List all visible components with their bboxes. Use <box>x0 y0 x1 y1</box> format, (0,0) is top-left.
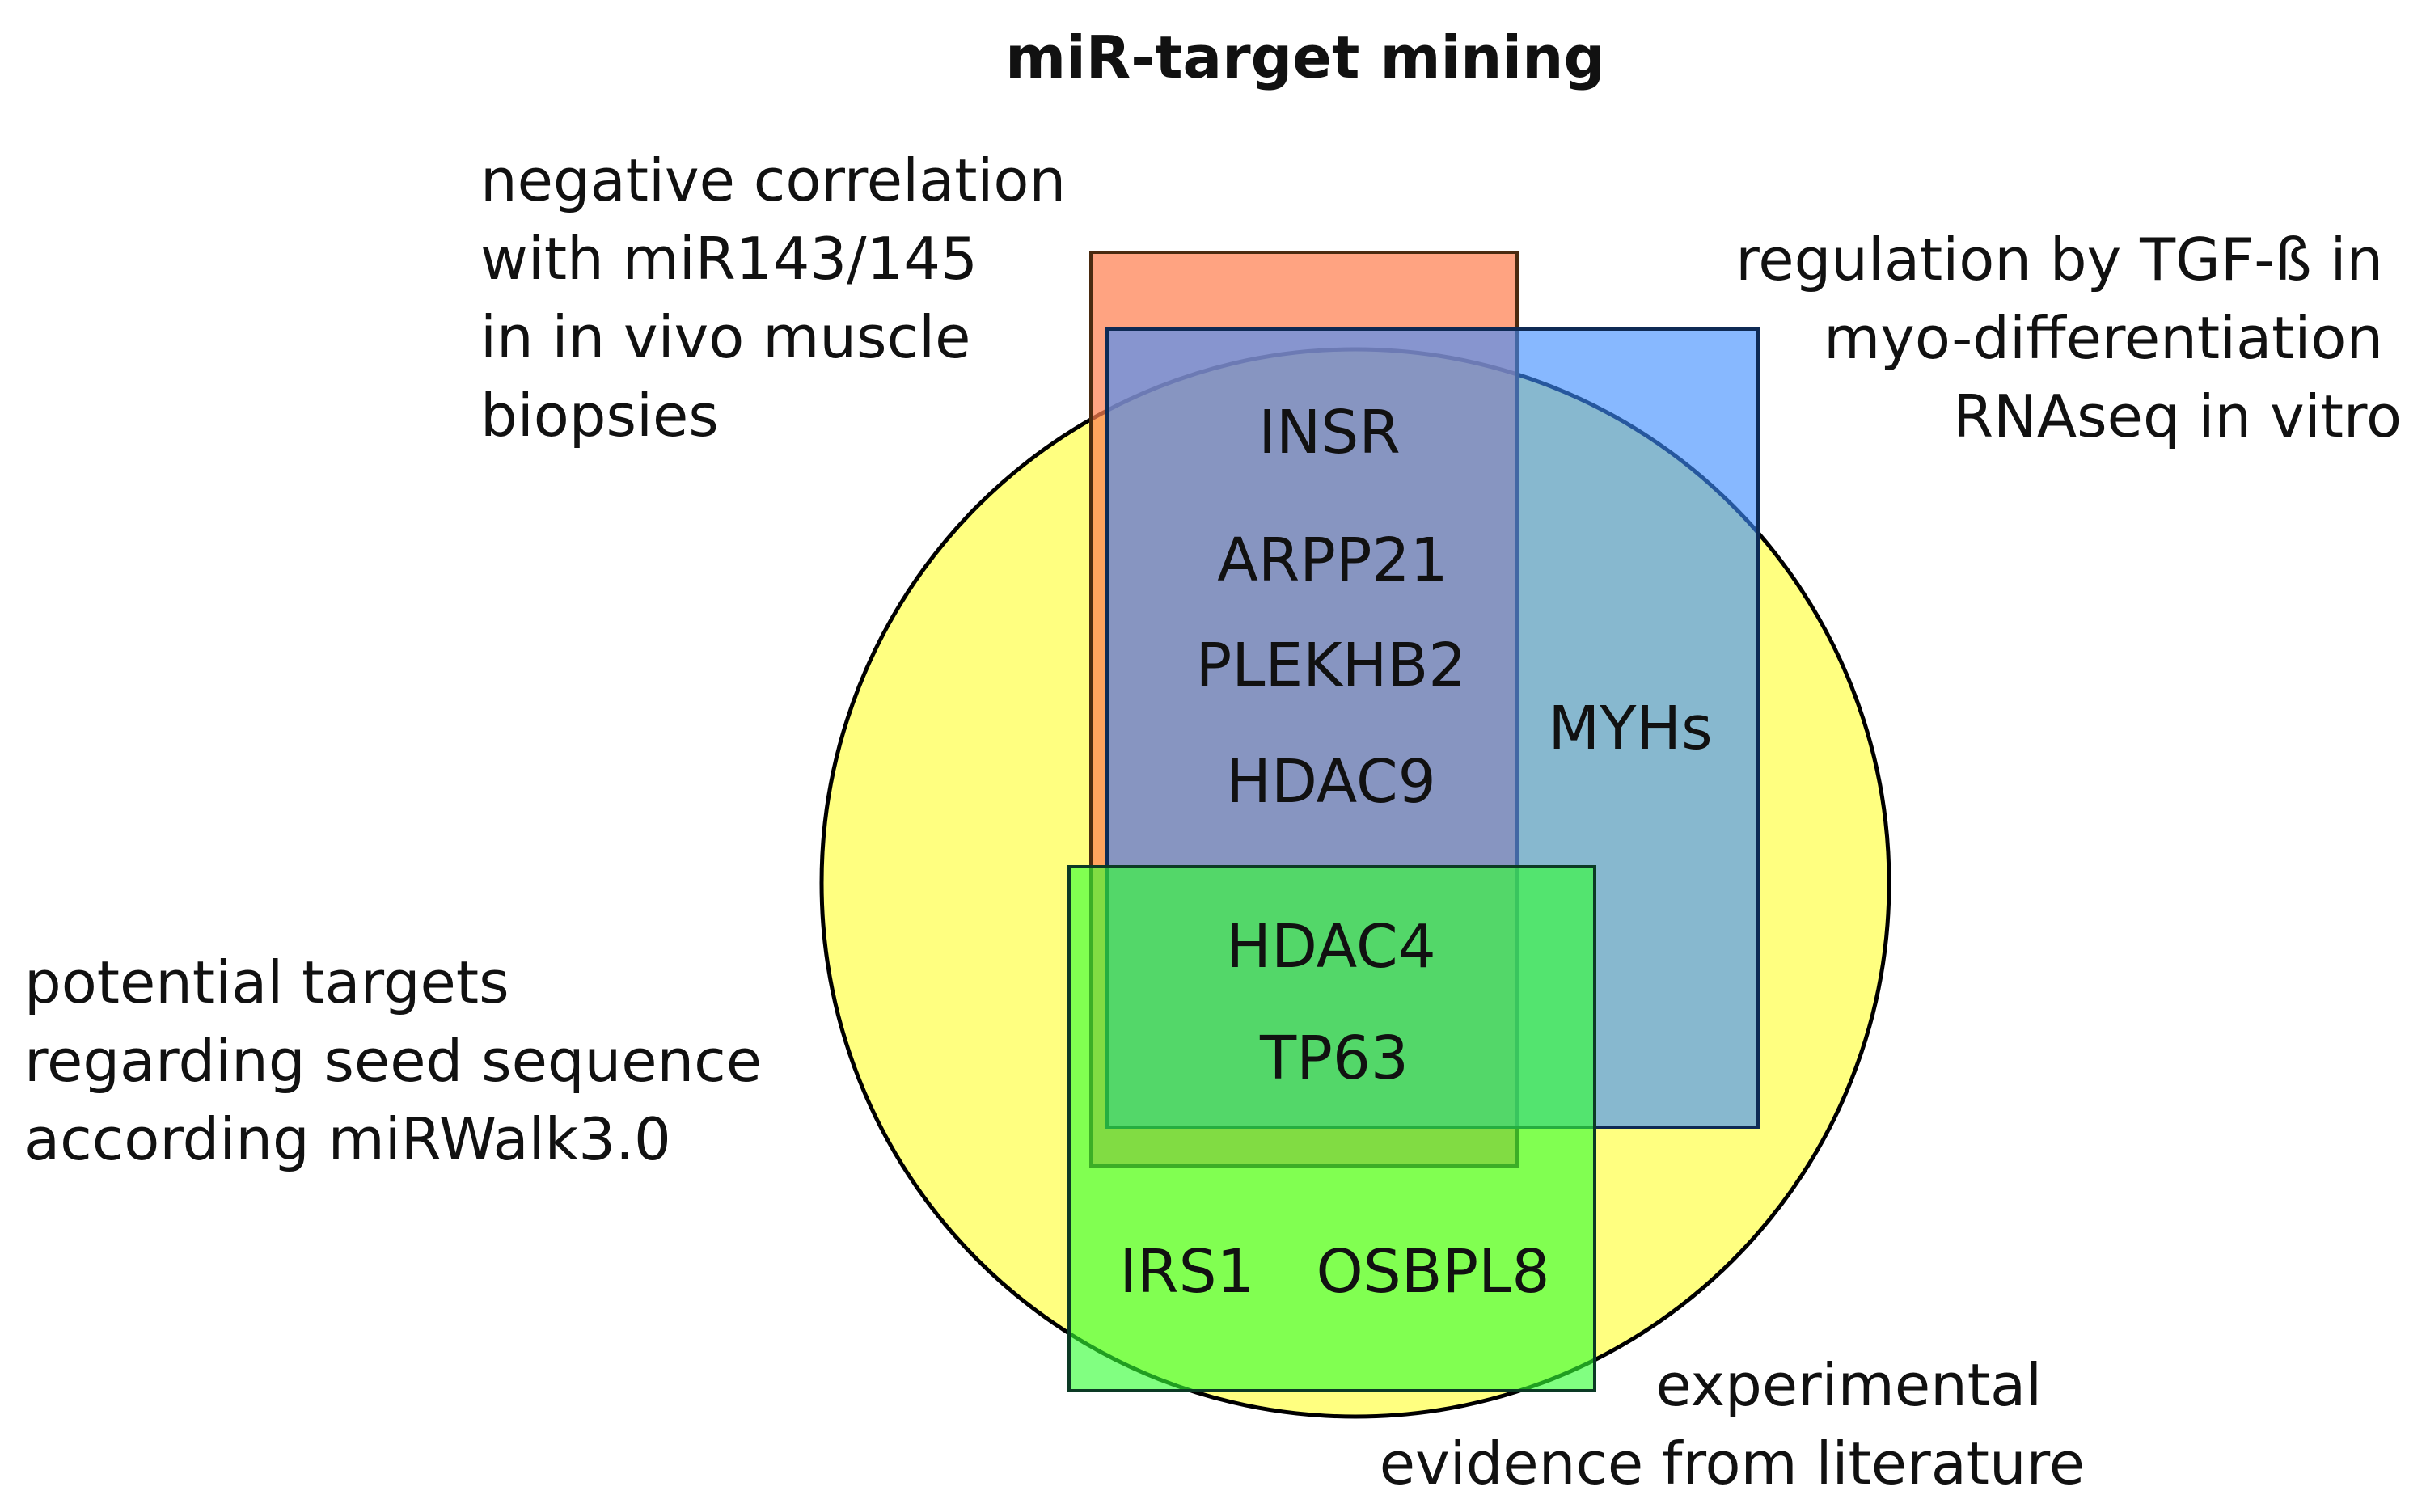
seed-label-line: according miRWalk3.0 <box>24 1105 671 1173</box>
gene-arpp21: ARPP21 <box>1217 526 1448 595</box>
literature-label-line: evidence from literature <box>1380 1430 2085 1497</box>
gene-hdac4: HDAC4 <box>1226 912 1435 982</box>
correlation-set-label: negative correlation with miR143/145 in … <box>480 146 1084 450</box>
gene-hdac9: HDAC9 <box>1226 747 1435 817</box>
diagram-title: miR-target mining <box>1005 23 1605 91</box>
correlation-label-line: with miR143/145 <box>480 225 978 293</box>
correlation-label-line: in in vivo muscle <box>480 303 970 371</box>
seed-label-line: potential targets <box>24 948 509 1016</box>
seed-label-line: regarding seed sequence <box>24 1027 762 1095</box>
gene-irs1: IRS1 <box>1119 1237 1254 1307</box>
correlation-label-line: biopsies <box>480 382 719 450</box>
literature-set-label: experimental evidence from literature <box>1380 1351 2085 1497</box>
correlation-label-line: negative correlation <box>480 146 1066 214</box>
tgf-label-line: regulation by TGF-ß in <box>1735 226 2383 294</box>
tgf-label-line: myo-differentiation <box>1824 304 2383 372</box>
literature-label-line: experimental <box>1655 1351 2042 1419</box>
gene-osbpl8: OSBPL8 <box>1317 1237 1550 1307</box>
gene-myhs: MYHs <box>1548 694 1712 763</box>
gene-tp63: TP63 <box>1259 1024 1409 1093</box>
gene-insr: INSR <box>1258 398 1401 467</box>
gene-plekhb2: PLEKHB2 <box>1196 631 1467 700</box>
literature-set <box>1067 865 1596 1392</box>
tgf-set-label: regulation by TGF-ß in myo-differentiati… <box>1735 226 2402 450</box>
tgf-label-line: RNAseq in vitro <box>1953 382 2402 450</box>
seed-set-label: potential targets regarding seed sequenc… <box>24 948 780 1173</box>
